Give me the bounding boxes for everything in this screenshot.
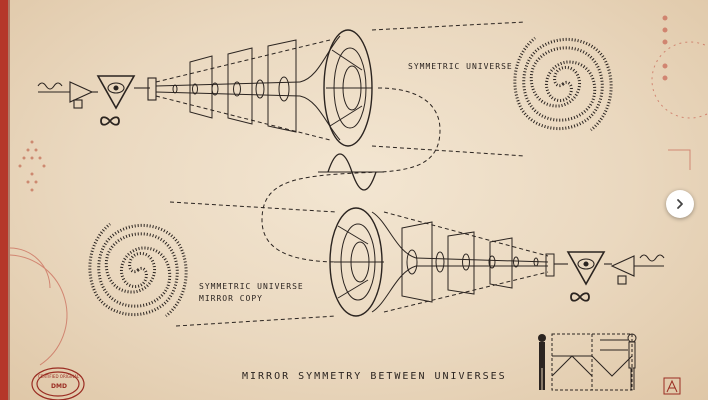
label-mirror-line2: MIRROR COPY [199,294,263,303]
label-symmetric-universe-mirror: SYMMETRIC UNIVERSE MIRROR COPY [199,281,304,305]
red-border-shadow [8,0,10,400]
red-border-left [0,0,8,400]
connecting-loop [261,87,441,263]
diagram-caption: MIRROR SYMMETRY BETWEEN UNIVERSES [242,371,507,382]
bottom-emitter [554,251,665,302]
carousel-next-button[interactable] [666,190,694,218]
stamp-text-certified: CERTIFIED ORIGINAL [38,374,80,379]
dmd-stamp [31,367,85,400]
label-mirror-line1: SYMMETRIC UNIVERSE [199,282,304,291]
human-figure-left [538,334,546,390]
chevron-right-icon [677,199,683,209]
label-symmetric-universe: SYMMETRIC UNIVERSE [408,62,513,71]
stamp-text-dmd: DMD [51,383,67,390]
decor-red-marks [9,15,708,366]
top-emitter [37,75,157,126]
spiral-galaxy-top [513,36,613,132]
spiral-galaxy-bottom [88,222,188,318]
decor-dot-grid [18,140,46,192]
corner-logo [663,377,681,395]
bottom-funnel [169,201,555,327]
human-figure-right [627,333,637,390]
mirror-figures [538,333,637,391]
top-funnel [155,21,526,157]
